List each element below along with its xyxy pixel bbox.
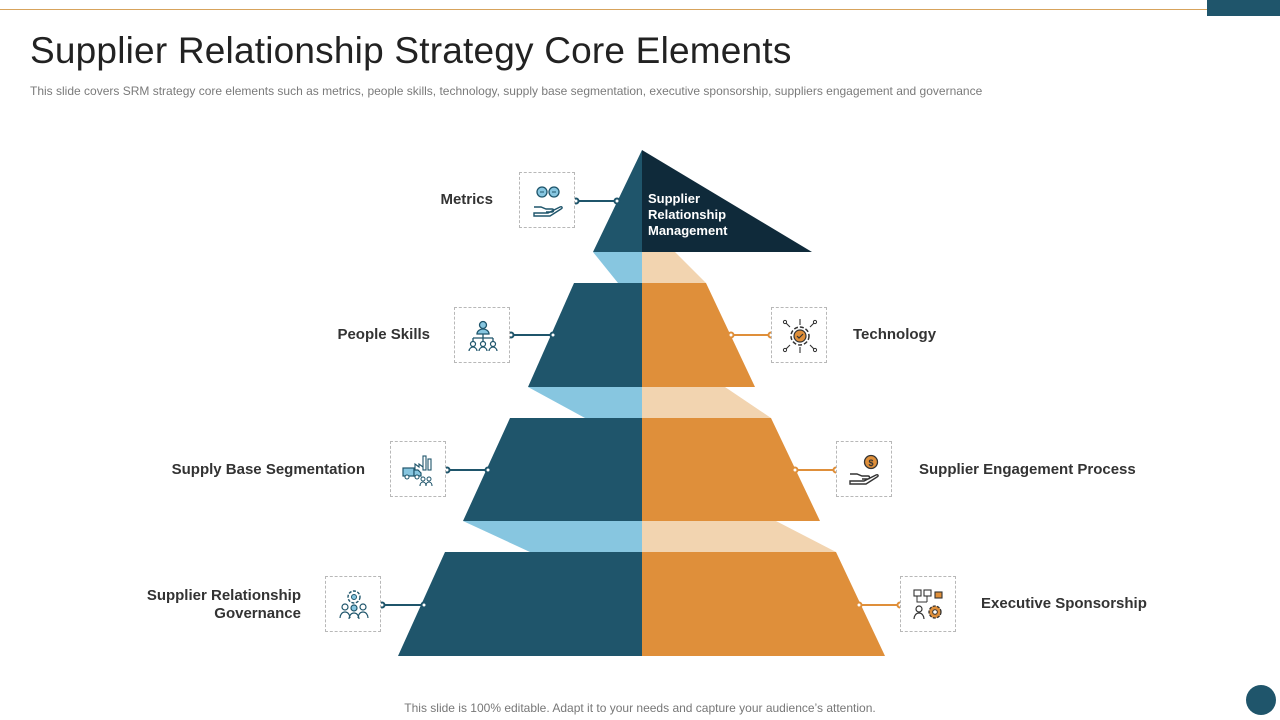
- engagement-icon-box: $: [836, 441, 892, 497]
- top-accent-bar: [1207, 0, 1280, 16]
- band-left-2: [528, 387, 642, 418]
- label-supply-base-segmentation: Supply Base Segmentation: [171, 461, 365, 478]
- org-chart-icon: [468, 320, 498, 352]
- connector-technology: [727, 331, 775, 339]
- label-supplier-relationship-governance: Supplier Relationship Governance: [146, 587, 301, 622]
- governance-icon-box: [325, 576, 381, 632]
- team-gear-icon: [339, 590, 369, 620]
- tier-2-right: [642, 283, 755, 387]
- tier-4-left: [398, 552, 642, 656]
- gear-circuit-icon: [782, 319, 818, 353]
- connector-sponsorship: [855, 601, 904, 609]
- slide-footer: This slide is 100% editable. Adapt it to…: [404, 701, 876, 715]
- slide-title: Supplier Relationship Strategy Core Elem…: [30, 30, 792, 71]
- band-right-2: [642, 387, 771, 418]
- delivery-truck-icon: [402, 455, 433, 487]
- dollar-hand-icon: $: [849, 454, 879, 485]
- slide-subtitle: This slide covers SRM strategy core elem…: [30, 84, 983, 98]
- technology-icon-box: [771, 307, 827, 363]
- label-technology: Technology: [853, 326, 937, 343]
- metrics-icon-box: [519, 172, 575, 228]
- tier-3-left: [463, 418, 642, 521]
- apex-right: [642, 150, 812, 252]
- connector-supply-base: [443, 466, 492, 474]
- connector-engagement: [791, 466, 840, 474]
- connector-governance: [378, 601, 428, 609]
- connector-people-skills: [507, 331, 557, 339]
- band-right-1: [642, 252, 706, 283]
- label-executive-sponsorship: Executive Sponsorship: [981, 595, 1147, 612]
- band-left-3: [463, 521, 642, 552]
- band-right-3: [642, 521, 836, 552]
- svg-text:$: $: [868, 458, 873, 468]
- label-metrics: Metrics: [440, 191, 493, 208]
- sponsorship-icon-box: [900, 576, 956, 632]
- band-left-1: [593, 252, 642, 283]
- tier-2-left: [528, 283, 642, 387]
- label-supplier-engagement-process: Supplier Engagement Process: [919, 461, 1136, 478]
- tier-4-right: [642, 552, 885, 656]
- sponsor-gear-icon: [913, 589, 943, 620]
- connector-metrics: [572, 197, 621, 205]
- people-skills-icon-box: [454, 307, 510, 363]
- top-divider-line: [0, 9, 1207, 10]
- apex-label: Supplier Relationship Management: [648, 191, 728, 238]
- supply-base-icon-box: [390, 441, 446, 497]
- label-people-skills: People Skills: [337, 326, 430, 343]
- tier-3-right: [642, 418, 820, 521]
- money-hand-icon: [533, 186, 563, 217]
- corner-circle-decoration: [1246, 685, 1276, 715]
